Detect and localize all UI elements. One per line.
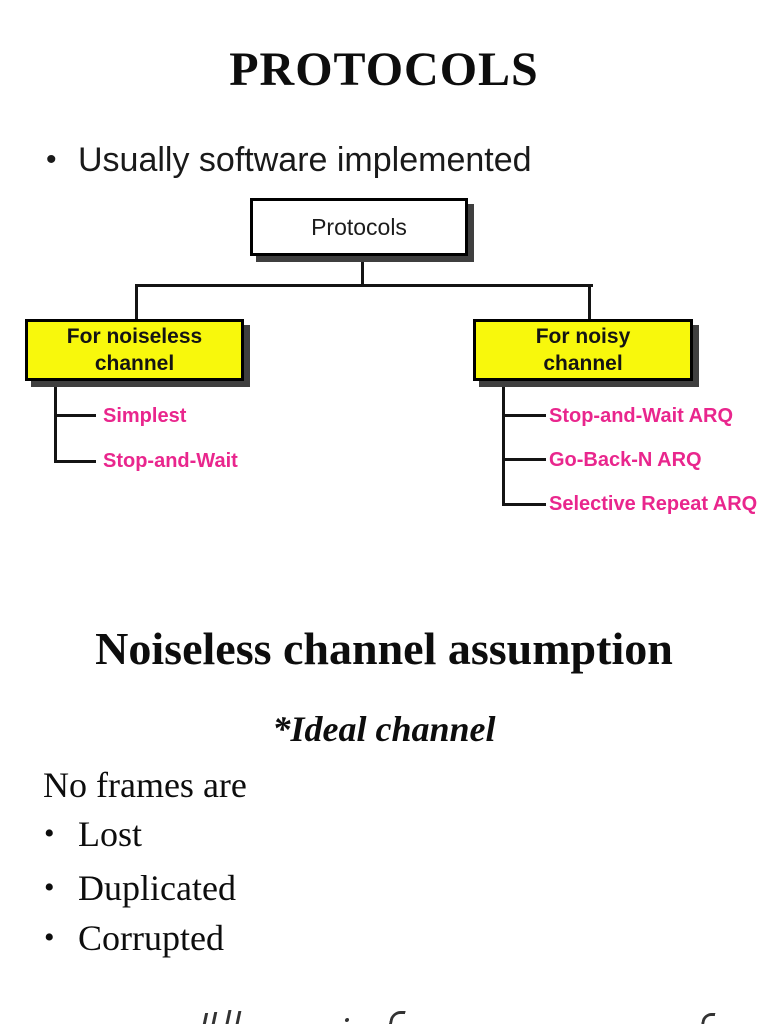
connector-drop-left: [135, 284, 138, 321]
cutoff-text-fragment: [225, 1010, 232, 1024]
cutoff-text-fragment: [235, 1011, 242, 1024]
connector-left-subtree: [54, 379, 57, 463]
noiseless-label-line2: channel: [94, 352, 175, 375]
connector-horizontal: [135, 284, 593, 287]
cutoff-text-fragment: [202, 1013, 209, 1024]
connector-root-stem: [361, 256, 364, 286]
leaf-stop-and-wait-arq: Stop-and-Wait ARQ: [549, 405, 734, 427]
connector-right-tick-1: [502, 414, 546, 417]
slide2-bullet-lost: • Lost: [44, 813, 142, 855]
noisy-label-line1: For noisy: [535, 325, 631, 348]
noiseless-label-line1: For noiseless: [66, 325, 203, 348]
bullet-dot-icon: •: [44, 871, 55, 904]
connector-right-subtree: [502, 379, 505, 506]
connector-right-tick-2: [502, 458, 546, 461]
slide2-bullet-duplicated: • Duplicated: [44, 867, 236, 909]
diagram-node-noisy: For noisy channel: [473, 319, 693, 381]
bullet-dot-icon: •: [44, 817, 55, 850]
slide2-subtitle: *Ideal channel: [272, 709, 496, 749]
connector-left-tick-1: [54, 414, 96, 417]
slide2-bullet-corrupted-text: Corrupted: [78, 918, 224, 958]
slide2-lead-text: No frames are: [43, 765, 247, 805]
leaf-simplest: Simplest: [103, 405, 187, 427]
diagram-root-node: Protocols: [250, 198, 468, 256]
slide2-title: Noiseless channel assumption: [95, 623, 673, 674]
slide2-bullet-duplicated-text: Duplicated: [78, 868, 236, 908]
diagram-node-noiseless: For noiseless channel: [25, 319, 244, 381]
bullet-dot-icon: •: [46, 143, 57, 176]
noisy-label-line2: channel: [543, 352, 623, 375]
diagram-root-label: Protocols: [311, 213, 407, 240]
bullet-dot-icon: •: [44, 921, 55, 954]
cutoff-text-fragment: [388, 1011, 406, 1024]
slide2-bullet-lost-text: Lost: [78, 814, 143, 854]
slide1-bullet-item: • Usually software implemented: [46, 141, 532, 180]
cutoff-text-fragment: [344, 1018, 350, 1022]
connector-left-tick-2: [54, 460, 96, 463]
slide1-title: PROTOCOLS: [229, 43, 539, 96]
connector-right-tick-3: [502, 503, 546, 506]
leaf-selective-repeat-arq: Selective Repeat ARQ: [549, 493, 758, 515]
slide2-bullet-corrupted: • Corrupted: [44, 917, 224, 959]
slide1-bullet-text: Usually software implemented: [78, 141, 532, 179]
cutoff-text-fragment: [211, 1012, 218, 1024]
cutoff-text-fragment: [700, 1013, 716, 1024]
leaf-stop-and-wait: Stop-and-Wait: [103, 450, 238, 472]
connector-drop-right: [588, 284, 591, 321]
leaf-go-back-n-arq: Go-Back-N ARQ: [549, 449, 702, 471]
